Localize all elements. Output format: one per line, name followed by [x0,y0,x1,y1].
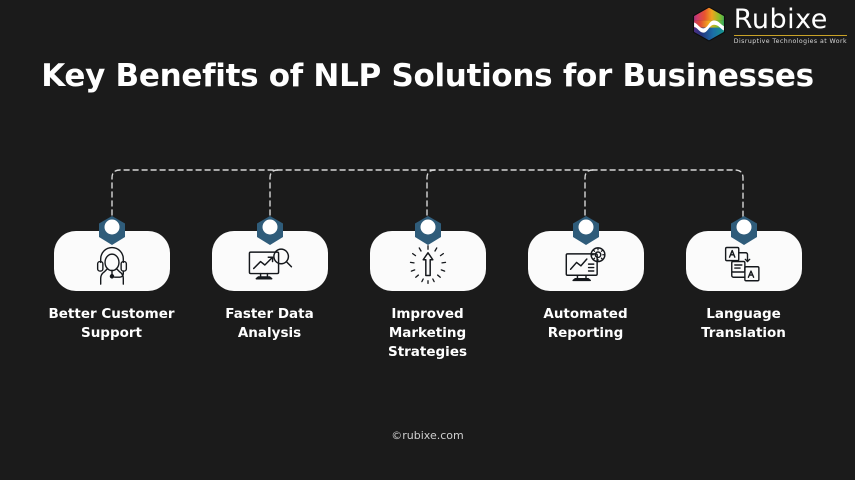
benefits-row: Better Customer Support [0,215,855,362]
footer-copyright: ©rubixe.com [391,429,464,442]
brand-wordmark-block: Rubixe Disruptive Technologies at Work [733,4,847,46]
benefit-card-automated-reporting[interactable]: Automated Reporting [526,215,646,343]
rising-arrow-rays-icon [409,245,446,285]
benefit-card-better-customer-support[interactable]: Better Customer Support [48,215,175,343]
page-title: Key Benefits of NLP Solutions for Busine… [41,58,814,94]
map-pin-marker-1 [95,215,129,249]
pin-icon [572,216,599,245]
benefit-card-language-translation[interactable]: Language Translation [684,215,804,343]
map-pin-marker-3 [411,215,445,249]
monitor-report-gear-icon [565,247,606,282]
brand-divider [733,35,847,36]
brand-tagline: Disruptive Technologies at Work [733,38,847,45]
benefit-card-improved-marketing-strategies[interactable]: Improved Marketing Strategies [368,215,488,362]
translation-documents-icon [724,246,760,282]
pin-icon [256,216,283,245]
pin-icon [730,216,757,245]
benefit-card-faster-data-analysis[interactable]: Faster Data Analysis [210,215,330,343]
brand-logo: Rubixe Disruptive Technologies at Work [691,6,847,46]
brand-name: Rubixe [733,4,828,35]
benefit-label-2: Faster Data Analysis [225,306,314,341]
benefit-label-4: Automated Reporting [543,306,628,341]
headset-support-agent-icon [96,246,127,285]
benefit-label-5: Language Translation [701,306,786,341]
map-pin-marker-5 [727,215,761,249]
map-pin-marker-2 [253,215,287,249]
pin-icon [414,216,441,245]
hexagon-prism-logo-icon [692,6,725,42]
pin-icon [98,216,125,245]
monitor-chart-magnifier-icon [248,248,292,280]
benefit-label-3: Improved Marketing Strategies [387,306,468,360]
map-pin-marker-4 [569,215,603,249]
benefit-label-1: Better Customer Support [48,306,175,341]
